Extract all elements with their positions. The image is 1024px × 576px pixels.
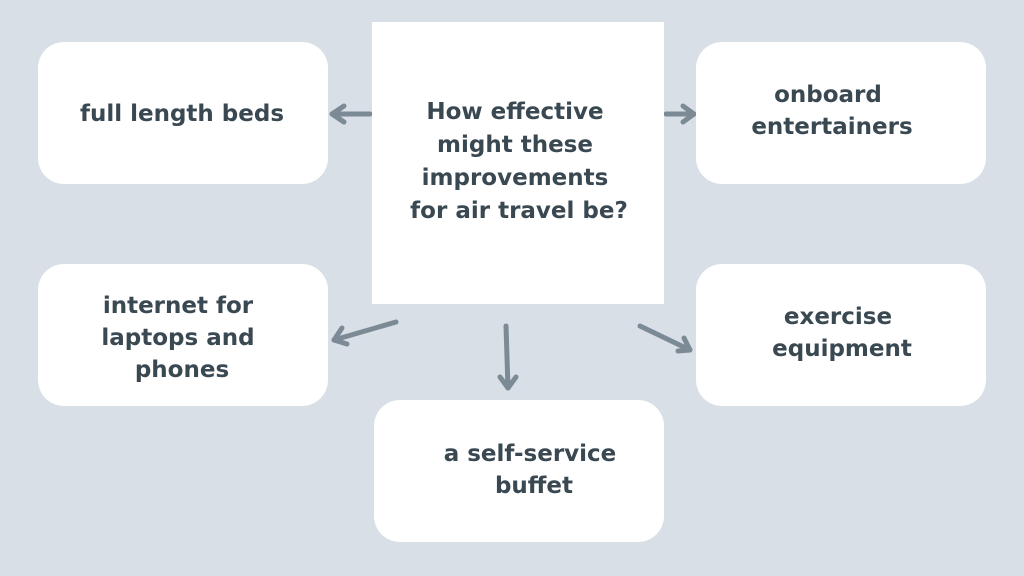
box-label: exercise equipment <box>772 304 912 362</box>
arrow-to-full-length-beds <box>329 103 373 125</box>
center-line: might these <box>437 132 593 158</box>
box-line: entertainers <box>751 114 912 140</box>
arrow-to-self-service-buffet <box>497 323 519 391</box>
arrow-to-exercise-equipment <box>637 323 693 354</box>
box-line: buffet <box>495 473 573 499</box>
center-line: for air travel be? <box>410 198 628 224</box>
box-label: a self-service buffet <box>444 441 625 499</box>
center-line: improvements <box>422 165 609 191</box>
box-label: internet for laptops and phones <box>101 293 262 383</box>
arrow-to-internet <box>331 319 399 347</box>
box-line: full length beds <box>80 101 284 127</box>
center-question-text: How effective might these improvements f… <box>410 99 628 224</box>
box-line: onboard <box>774 82 882 108</box>
box-line: exercise <box>784 304 892 330</box>
box-self-service-buffet: a self-service buffet <box>374 400 664 542</box>
center-line: How effective <box>426 99 603 125</box>
box-label: onboard entertainers <box>751 82 912 140</box>
box-onboard-entertainers: onboard entertainers <box>696 42 986 184</box>
box-label: full length beds <box>80 101 284 127</box>
box-line: laptops and <box>101 325 254 351</box>
box-line: phones <box>135 357 229 383</box>
center-question-node: How effective might these improvements f… <box>372 22 664 304</box>
box-full-length-beds: full length beds <box>38 42 328 184</box>
box-line: a self-service <box>444 441 617 467</box>
box-line: equipment <box>772 336 912 362</box>
box-internet: internet for laptops and phones <box>38 264 328 406</box>
box-exercise-equipment: exercise equipment <box>696 264 986 406</box>
connector-arrows <box>329 103 697 391</box>
box-line: internet for <box>103 293 254 319</box>
arrow-to-onboard-entertainers <box>663 103 697 125</box>
